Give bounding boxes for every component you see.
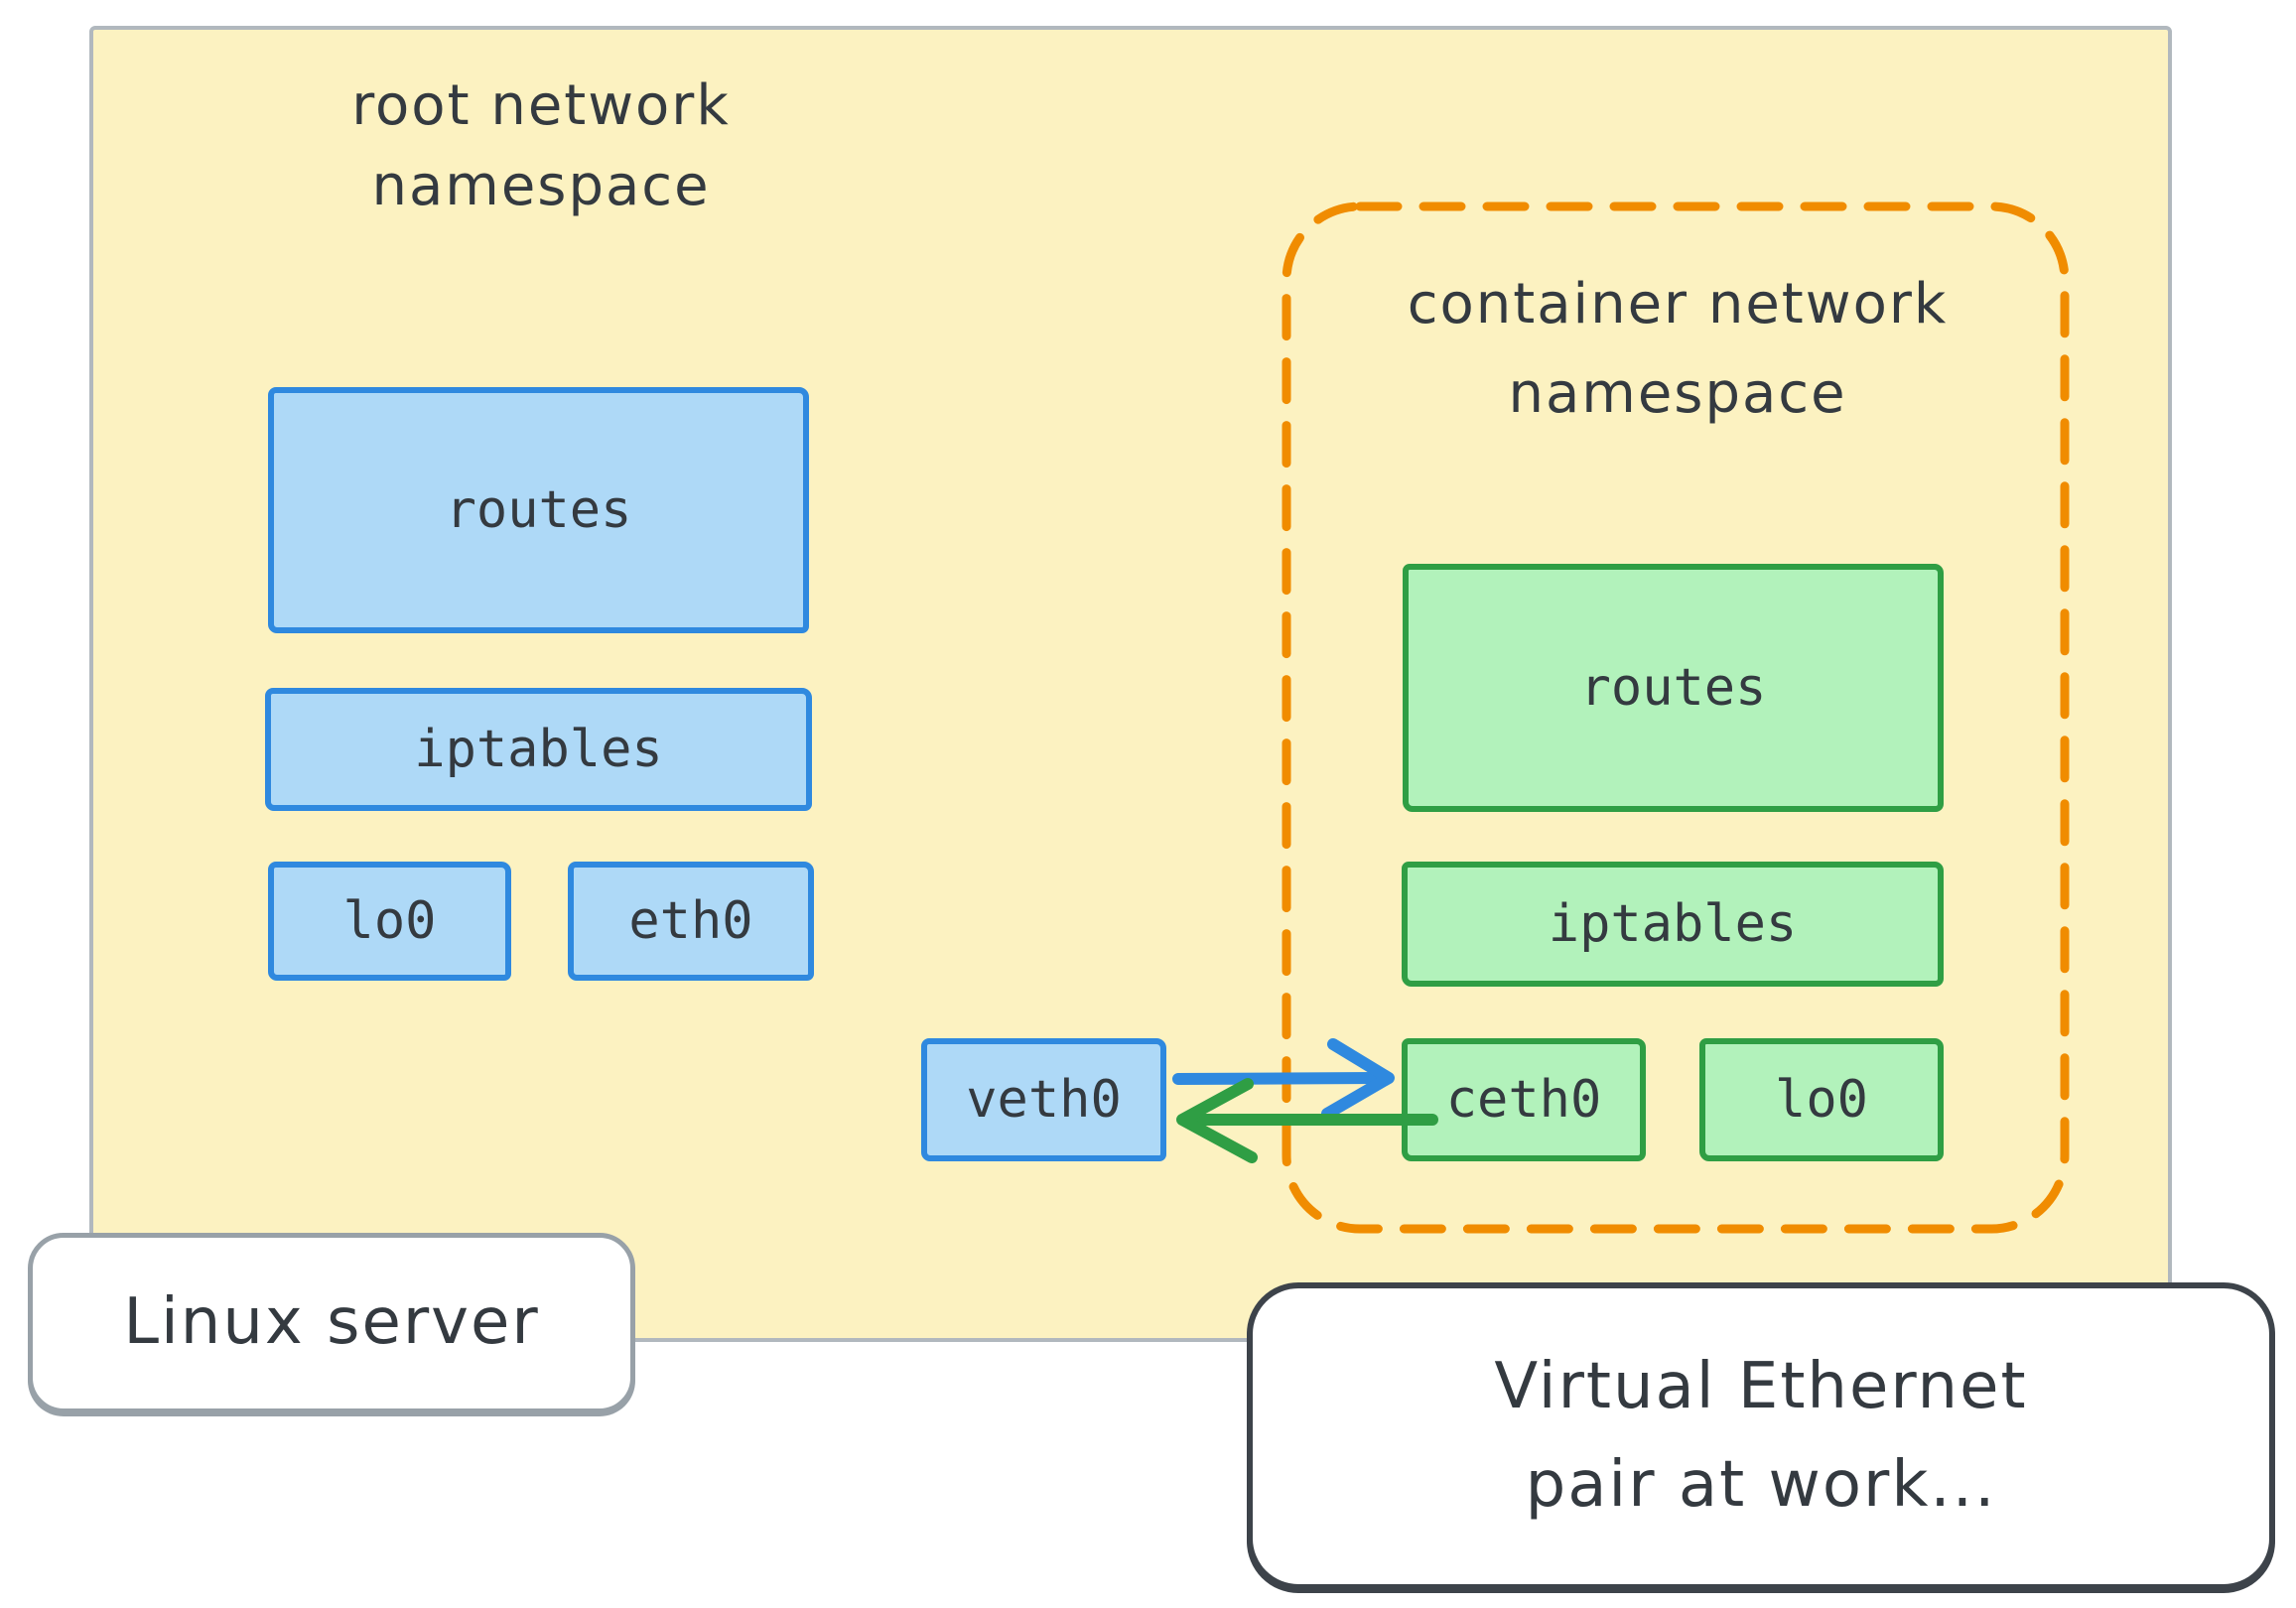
- linux-server-label: Linux server: [123, 1285, 540, 1360]
- container-namespace-title-line1: container network: [1407, 272, 1949, 336]
- veth-pair-arrows: [1172, 1038, 1438, 1163]
- container-namespace-title: container network namespace: [1320, 260, 2035, 438]
- container-iptables-box: iptables: [1402, 862, 1944, 987]
- root-namespace-title: root network namespace: [199, 66, 883, 226]
- container-lo0-label: lo0: [1775, 1070, 1868, 1130]
- container-routes-label: routes: [1579, 658, 1767, 718]
- root-namespace-title-line1: root network: [351, 73, 731, 138]
- container-lo0-box: lo0: [1699, 1038, 1944, 1161]
- root-lo0-box: lo0: [268, 862, 511, 981]
- arrow-veth0-to-ceth0: [1172, 1038, 1395, 1120]
- root-eth0-box: eth0: [568, 862, 814, 981]
- root-routes-box: routes: [268, 387, 809, 633]
- arrow-ceth0-to-veth0: [1176, 1078, 1438, 1163]
- veth0-box: veth0: [921, 1038, 1166, 1161]
- veth-caption-line1: Virtual Ethernet: [1494, 1349, 2028, 1423]
- linux-server-label-box: Linux server: [28, 1233, 635, 1413]
- container-namespace-title-line2: namespace: [1508, 360, 1847, 426]
- container-namespace-dashed-border: [1282, 201, 2070, 1234]
- veth-caption-line2: pair at work...: [1525, 1448, 1997, 1522]
- root-iptables-box: iptables: [265, 688, 812, 811]
- root-eth0-label: eth0: [628, 891, 753, 951]
- root-lo0-label: lo0: [342, 891, 437, 951]
- root-iptables-label: iptables: [414, 720, 663, 779]
- container-ceth0-label: ceth0: [1445, 1070, 1602, 1130]
- container-routes-box: routes: [1403, 564, 1944, 812]
- root-namespace-title-line2: namespace: [371, 154, 711, 219]
- container-ceth0-box: ceth0: [1402, 1038, 1646, 1161]
- container-iptables-label: iptables: [1548, 894, 1798, 954]
- root-routes-label: routes: [445, 480, 632, 540]
- veth0-label: veth0: [966, 1070, 1122, 1130]
- veth-caption-box: Virtual Ethernet pair at work...: [1247, 1282, 2275, 1590]
